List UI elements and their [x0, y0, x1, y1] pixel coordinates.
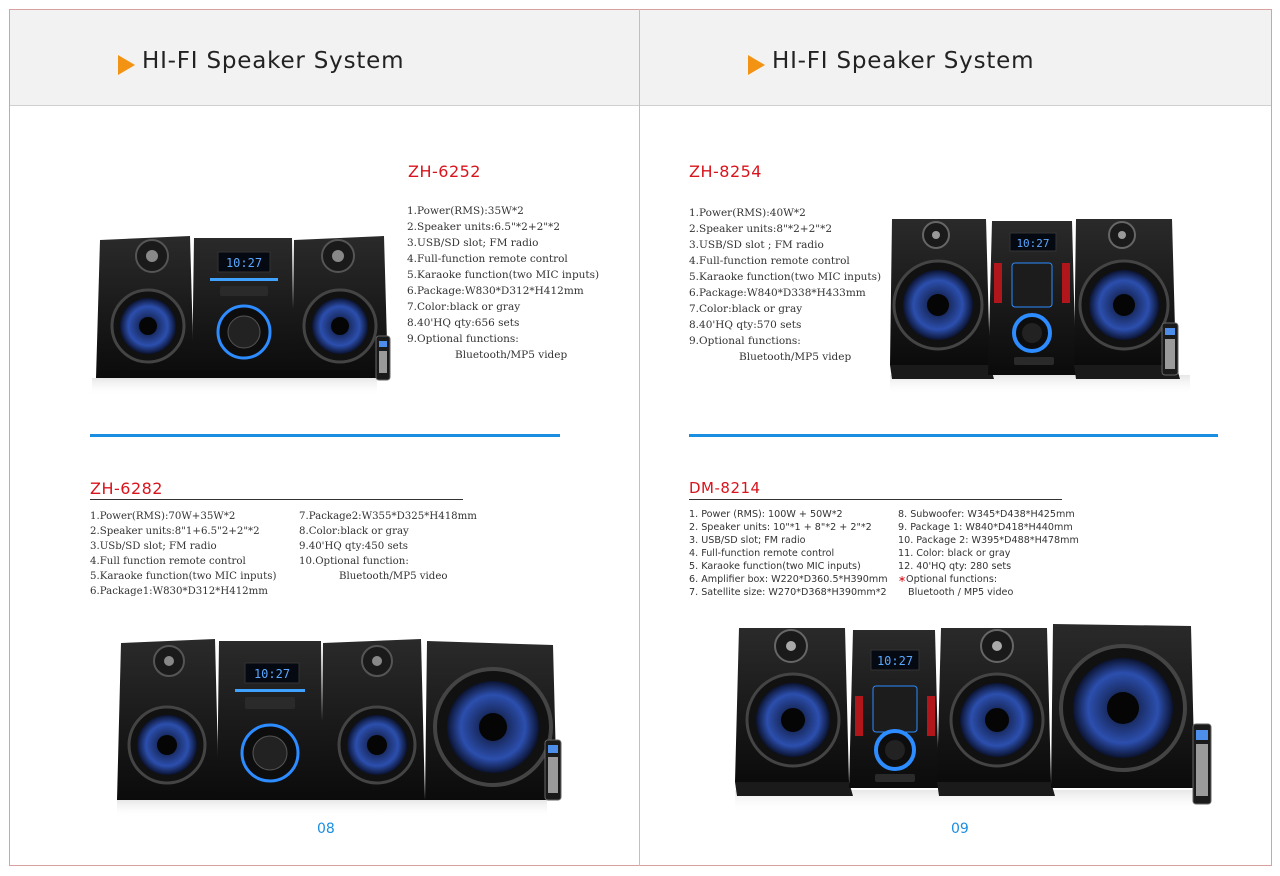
zh6282-model-name: ZH-6282	[90, 479, 163, 498]
spec-line: 5.Karaoke function(two MIC inputs)	[407, 269, 600, 281]
spec-line: 4.Full-function remote control	[689, 255, 850, 267]
zh8254-product-image: 10:27	[890, 219, 1190, 395]
spec-line: 9. Package 1: W840*D418*H440mm	[898, 522, 1073, 533]
play-arrow-icon	[748, 55, 765, 75]
spec-line: 11. Color: black or gray	[898, 548, 1011, 559]
zh8254-model-name: ZH-8254	[689, 162, 762, 181]
spec-line: 1.Power(RMS):70W+35W*2	[90, 511, 236, 522]
spec-line: 6. Amplifier box: W220*D360.5*H390mm	[689, 574, 888, 585]
page-frame	[9, 9, 1272, 866]
spec-line: 5. Karaoke function(two MIC inputs)	[689, 561, 861, 572]
spec-line: 5.Karaoke function(two MIC inputs)	[689, 271, 882, 283]
zh6282-product-image: 10:27	[117, 639, 562, 818]
spec-line: 3.USB/SD slot ; FM radio	[689, 239, 824, 251]
dm8214-product-image: 10:27	[735, 624, 1212, 812]
spec-line: 9.Optional functions:	[407, 333, 519, 345]
spec-line: Bluetooth/MP5 videp	[455, 349, 568, 361]
left-page-number: 08	[317, 821, 335, 837]
right-page-number: 09	[951, 821, 969, 837]
spec-line: 4.Full-function remote control	[407, 253, 568, 265]
right-page: HI-FI Speaker System ZH-8254 1.Power(RMS…	[640, 10, 1271, 865]
spec-line: Bluetooth/MP5 videp	[739, 351, 852, 363]
zh8254-display-readout: 10:27	[1016, 237, 1049, 250]
spec-line: 2.Speaker units:8"1+6.5"2+2"*2	[90, 526, 260, 537]
zh6252-spec-list: 1.Power(RMS):35W*2 2.Speaker units:6.5"*…	[407, 203, 599, 363]
spec-line: 5.Karaoke function(two MIC inputs)	[90, 571, 277, 582]
spec-line: 7.Color:black or gray	[689, 303, 803, 315]
zh8254-spec-list: 1.Power(RMS):40W*2 2.Speaker units:8"*2+…	[689, 205, 881, 365]
dm8214-display-readout: 10:27	[877, 654, 913, 668]
spec-line: 1.Power(RMS):40W*2	[689, 207, 806, 219]
spec-line: Bluetooth / MP5 video	[908, 587, 1014, 598]
spec-line: 3.USB/SD slot; FM radio	[407, 237, 539, 249]
dm8214-underline	[689, 499, 1062, 500]
dm8214-model-name: DM-8214	[689, 479, 761, 497]
spec-line: 9.40'HQ qty:450 sets	[299, 541, 409, 552]
zh6282-display-readout: 10:27	[254, 667, 290, 681]
spec-line: 4. Full-function remote control	[689, 548, 835, 559]
spec-line: 2. Speaker units: 10"*1 + 8"*2 + 2"*2	[689, 522, 872, 533]
right-header: HI-FI Speaker System	[640, 10, 1271, 106]
left-header-title: HI-FI Speaker System	[142, 48, 405, 74]
spec-line: 2.Speaker units:6.5"*2+2"*2	[407, 221, 561, 233]
left-header: HI-FI Speaker System	[10, 10, 639, 106]
dm8214-spec-list-col2: 8. Subwoofer: W345*D438*H425mm 9. Packag…	[898, 508, 1079, 599]
zh6282-spec-list-col2: 7.Package2:W355*D325*H418mm 8.Color:blac…	[299, 509, 477, 584]
left-page: HI-FI Speaker System	[10, 10, 639, 865]
play-arrow-icon	[118, 55, 135, 75]
spec-line: 10.Optional function:	[299, 556, 409, 567]
spec-line: 8.Color:black or gray	[299, 526, 409, 537]
spec-line: 8. Subwoofer: W345*D438*H425mm	[898, 509, 1075, 520]
spec-line: 7. Satellite size: W270*D368*H390mm*2	[689, 587, 887, 598]
section-divider-rule	[90, 434, 560, 437]
spec-line: Bluetooth/MP5 video	[339, 571, 448, 582]
spec-line: 3.USb/SD slot; FM radio	[90, 541, 217, 552]
spec-line: 1. Power (RMS): 100W + 50W*2	[689, 509, 843, 520]
section-divider-rule	[689, 434, 1218, 437]
spec-line: 12. 40'HQ qty: 280 sets	[898, 561, 1012, 572]
spec-line: 2.Speaker units:8"*2+2"*2	[689, 223, 833, 235]
spec-line: 8.40'HQ qty:570 sets	[689, 319, 802, 331]
spec-line: 6.Package1:W830*D312*H412mm	[90, 586, 268, 597]
optional-functions-label: Optional functions:	[906, 574, 998, 585]
spec-line: 4.Full function remote control	[90, 556, 246, 567]
spec-line: 10. Package 2: W395*D488*H478mm	[898, 535, 1079, 546]
spec-line: 6.Package:W830*D312*H412mm	[407, 285, 584, 297]
spec-line: 8.40'HQ qty:656 sets	[407, 317, 520, 329]
spec-line: 7.Package2:W355*D325*H418mm	[299, 511, 477, 522]
zh6252-display-readout: 10:27	[226, 256, 262, 270]
book-spine-divider	[639, 9, 640, 866]
spec-line: 1.Power(RMS):35W*2	[407, 205, 524, 217]
spec-line: 9.Optional functions:	[689, 335, 801, 347]
zh6252-product-image: 10:27	[92, 236, 391, 396]
right-header-title: HI-FI Speaker System	[772, 48, 1035, 74]
zh6282-spec-list-col1: 1.Power(RMS):70W+35W*2 2.Speaker units:8…	[90, 509, 276, 599]
dm8214-spec-list-col1: 1. Power (RMS): 100W + 50W*2 2. Speaker …	[689, 508, 888, 599]
zh6282-underline	[90, 499, 463, 500]
spec-line: 7.Color:black or gray	[407, 301, 521, 313]
spec-line: 3. USB/SD slot; FM radio	[689, 535, 806, 546]
zh6252-model-name: ZH-6252	[408, 162, 481, 181]
spec-line: 6.Package:W840*D338*H433mm	[689, 287, 866, 299]
spec-line: ∗Optional functions:	[898, 573, 1079, 586]
asterisk-marker: ∗	[898, 574, 907, 585]
